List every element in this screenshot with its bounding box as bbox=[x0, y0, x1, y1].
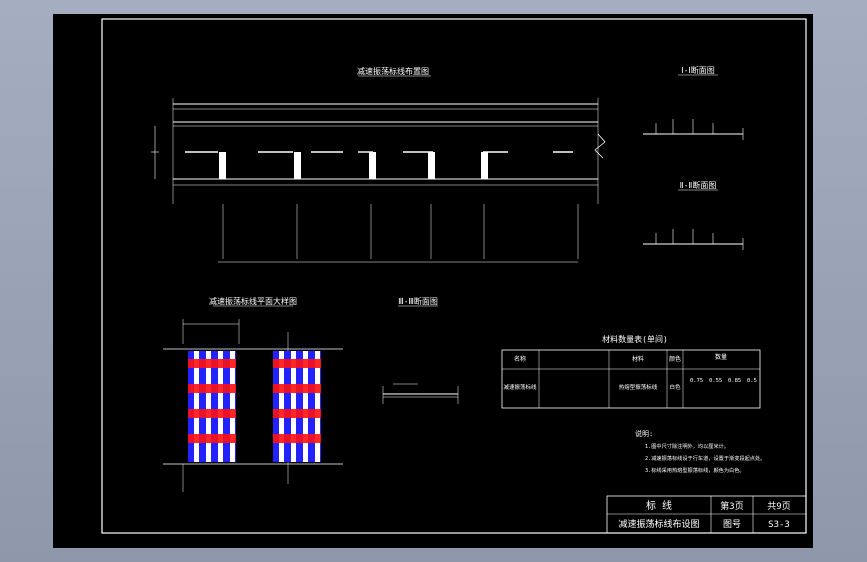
break-symbol bbox=[594, 133, 606, 159]
table-header-name: 名称 bbox=[514, 355, 526, 363]
section-3-drawing bbox=[382, 383, 459, 404]
note-2: 2.减速振荡标线设于行车道，设置于渐变段起点处。 bbox=[645, 454, 765, 462]
table-title: 材料数量表(单间) bbox=[602, 334, 668, 344]
section-1-drawing bbox=[643, 119, 744, 140]
material-table bbox=[501, 349, 761, 409]
section-1-title: Ⅰ-Ⅰ断面图 bbox=[681, 65, 715, 75]
table-cell-material: 热熔型振荡标线 bbox=[619, 383, 658, 391]
title-block-no-value: S3-3 bbox=[768, 520, 790, 530]
title-block-total: 共9页 bbox=[767, 501, 790, 512]
table-cell-qty-4: 0.5 bbox=[747, 378, 757, 384]
stripe-group-right bbox=[273, 351, 321, 462]
section-2-title: Ⅱ-Ⅱ断面图 bbox=[680, 180, 717, 190]
table-header-color: 颜色 bbox=[669, 355, 681, 363]
section-2-drawing bbox=[643, 229, 744, 250]
title-block-page: 第3页 bbox=[720, 500, 743, 512]
table-cell-qty-2: 0.55 bbox=[709, 378, 722, 384]
table-cell-qty-1: 0.75 bbox=[690, 378, 703, 384]
table-header-qty: 数量 bbox=[715, 353, 727, 361]
table-header-material: 材料 bbox=[632, 355, 644, 363]
title-block bbox=[606, 495, 807, 534]
enlarged-plan-title: 减速振荡标线平面大样图 bbox=[209, 296, 297, 306]
table-cell-name: 减速振荡标线 bbox=[503, 383, 537, 391]
section-3-title: Ⅲ-Ⅲ断面图 bbox=[398, 296, 438, 306]
table-cell-color: 白色 bbox=[669, 383, 681, 391]
cad-drawing: 减速振荡标线布置图 Ⅰ-Ⅰ断面图 bbox=[101, 18, 807, 534]
title-block-drawing-name: 减速振荡标线布设图 bbox=[618, 518, 699, 530]
note-1: 1.图中尺寸除注明外，均以厘米计。 bbox=[645, 442, 729, 450]
drawing-border bbox=[101, 18, 807, 534]
road-plan bbox=[151, 98, 606, 263]
title-block-no-label: 图号 bbox=[723, 519, 741, 530]
title-block-category: 标 线 bbox=[646, 499, 672, 512]
table-cell-qty-3: 0.85 bbox=[728, 378, 741, 384]
main-plan-title: 减速振荡标线布置图 bbox=[357, 66, 429, 76]
stripe-group-left bbox=[188, 351, 236, 462]
note-3: 3.标线采用热熔型振荡标线，颜色为白色。 bbox=[645, 466, 745, 474]
cad-viewport[interactable]: 减速振荡标线布置图 Ⅰ-Ⅰ断面图 bbox=[53, 14, 813, 548]
notes-title: 说明: bbox=[635, 429, 653, 438]
